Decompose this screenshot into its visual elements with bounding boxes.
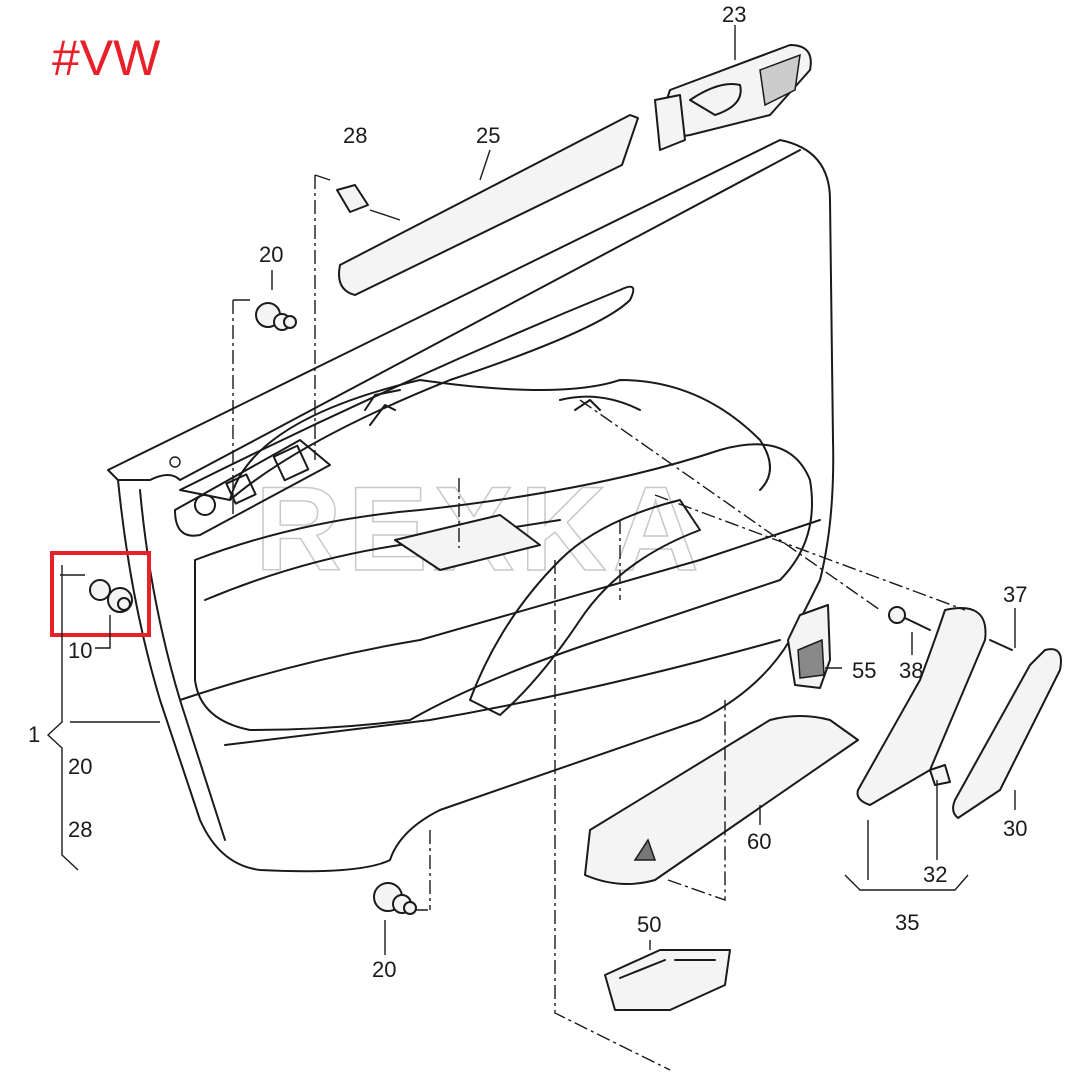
callout-25: 25: [476, 123, 500, 148]
callout-30: 30: [1003, 816, 1027, 841]
callout-20: 20: [259, 242, 283, 267]
callout-38: 38: [899, 658, 923, 683]
callout-1-sub-28: 28: [68, 817, 92, 842]
door-trim-panel: [107, 139, 835, 873]
screw-part-37: [989, 639, 1013, 651]
inner-door-handle-part-23: [654, 44, 812, 151]
door-lock-knob: [194, 494, 216, 516]
pocket-part-60: [584, 715, 859, 885]
callout-10: 10: [68, 638, 92, 663]
screw-part-38: [888, 606, 906, 624]
clip-part-32: [929, 764, 951, 786]
callout-55: 55: [852, 658, 876, 683]
trim-strip-part-25: [338, 114, 639, 296]
brand-tag: #VW: [52, 30, 161, 86]
highlight-box: [50, 551, 151, 637]
callout-23: 23: [722, 2, 746, 27]
clip-part-10: [89, 579, 133, 613]
clip-part-28: [336, 184, 369, 213]
callout-35: 35: [895, 910, 919, 935]
clip-part-20-bottom: [373, 882, 417, 915]
callout-32: 32: [923, 862, 947, 887]
cover-part-30: [952, 648, 1062, 819]
grab-handle-part-35: [856, 607, 987, 806]
callout-20-bottom: 20: [372, 957, 396, 982]
callout-1: 1: [28, 722, 40, 747]
cupholder-part-50: [604, 949, 731, 1011]
callout-1-sub-20: 20: [68, 754, 92, 779]
callout-60: 60: [747, 829, 771, 854]
callout-50: 50: [637, 912, 661, 937]
clip-part-20-top: [255, 302, 297, 331]
callout-28: 28: [343, 123, 367, 148]
callout-37: 37: [1003, 582, 1027, 607]
